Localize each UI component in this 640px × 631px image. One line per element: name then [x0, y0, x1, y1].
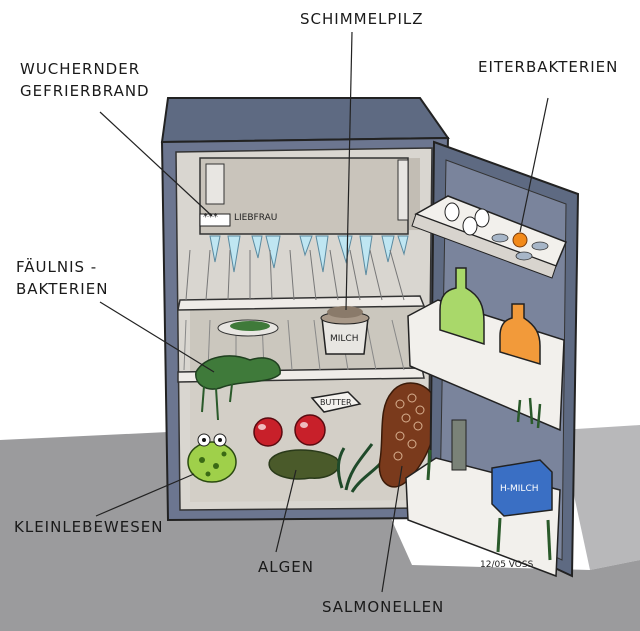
freezer-brand: LIEBFRAU — [234, 213, 278, 223]
leader-gefrierbrand — [99, 111, 213, 217]
freezer-stars: *** — [203, 212, 218, 223]
label-kleinlebewesen: KLEINLEBEWESEN — [14, 518, 164, 536]
leader-kleinlebewesen — [95, 473, 195, 517]
tomato-right — [294, 414, 326, 446]
icicles — [209, 235, 409, 276]
freezer-right-latch — [397, 159, 409, 221]
leader-faeulnis — [99, 301, 215, 373]
leader-algen — [275, 469, 297, 553]
lower-shelf-mold — [426, 449, 552, 561]
butter-pack — [310, 391, 362, 413]
juice-bottle — [499, 303, 541, 366]
freezer-compartment — [199, 157, 409, 235]
shelf-upper-grid — [185, 249, 405, 301]
label-schimmelpilz: SCHIMMELPILZ — [300, 10, 424, 28]
milk-cup-label: MILCH — [330, 334, 359, 344]
leader-salmonellen — [381, 465, 403, 593]
tomato-left — [253, 417, 283, 447]
fridge-top — [160, 97, 450, 144]
egg-slot-1 — [491, 233, 509, 243]
label-gefrierbrand-2: GEFRIERBRAND — [20, 82, 150, 100]
label-gefrierbrand-1: WUCHERNDER — [20, 60, 141, 78]
tomato-left-highlight — [258, 424, 266, 430]
freezer-door-latch — [205, 163, 225, 205]
frog-body — [187, 441, 237, 483]
floor-shadow — [0, 432, 640, 631]
salmonella-dots — [393, 393, 425, 461]
freezer-label-box — [199, 213, 231, 227]
faeulnis-mold — [195, 355, 281, 390]
dark-bottle — [451, 419, 467, 471]
leader-lines — [95, 31, 549, 593]
signature: 12/05 VOSS — [480, 560, 534, 570]
egg-3 — [462, 216, 478, 236]
floor-shadow-right — [560, 425, 640, 570]
egg-slot-3 — [515, 251, 533, 261]
egg-slot-2 — [531, 241, 549, 251]
green-bottle — [439, 267, 485, 346]
h-milch-carton — [491, 459, 553, 517]
plate-mold — [230, 321, 270, 331]
label-faeulnis-1: FÄULNIS - — [16, 258, 98, 276]
tomato-right-highlight — [300, 422, 308, 428]
label-eiterbakterien: EITERBAKTERIEN — [478, 58, 619, 76]
mold-drips — [201, 383, 233, 421]
leader-eiterbakterien — [519, 97, 549, 233]
cup-mold — [327, 306, 363, 318]
label-algen: ALGEN — [258, 558, 314, 576]
leader-schimmelpilz — [345, 31, 353, 311]
label-faeulnis-2: BAKTERIEN — [16, 280, 109, 298]
door-shelf-mold — [516, 397, 542, 429]
shelf-upper — [177, 295, 426, 311]
label-salmonellen: SALMONELLEN — [322, 598, 445, 616]
h-milch-label: H-MILCH — [500, 484, 539, 494]
egg-yolk — [512, 232, 528, 248]
egg-tray-front — [411, 213, 557, 279]
egg-1 — [444, 202, 460, 222]
frog-spots — [199, 451, 227, 477]
algae-puddle — [268, 449, 340, 480]
butter-label: BUTTER — [320, 398, 352, 407]
egg-2 — [474, 208, 490, 228]
